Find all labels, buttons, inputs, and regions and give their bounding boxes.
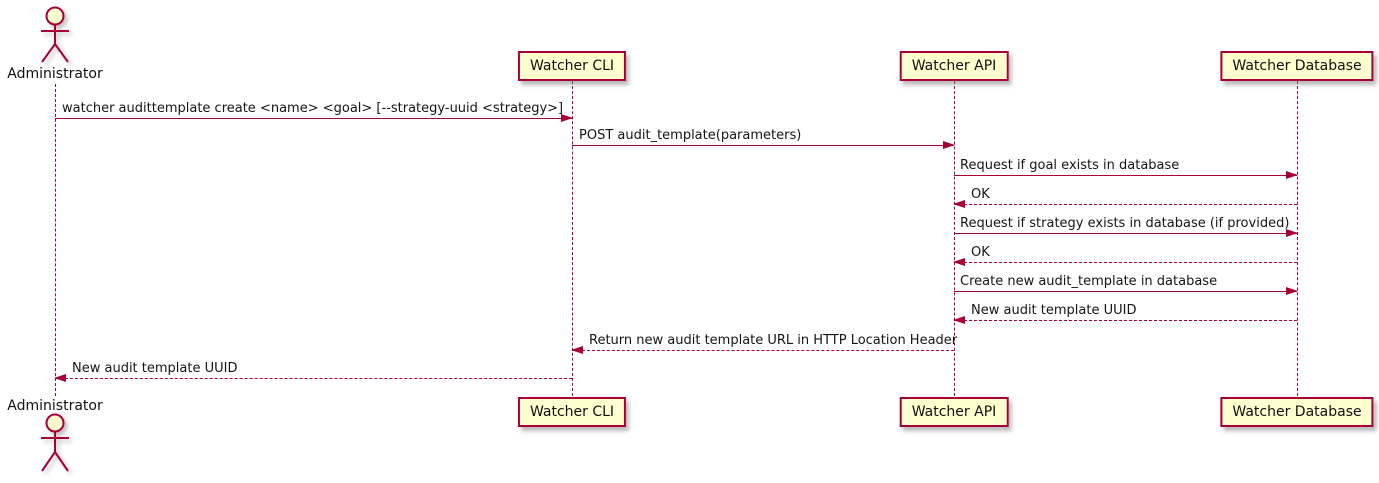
participant-box-watcher-cli-bottom: Watcher CLI <box>517 397 627 427</box>
actor-administrator-label-top: Administrator <box>7 66 103 82</box>
participant-box-watcher-database-top: Watcher Database <box>1220 51 1374 81</box>
message-4: OK <box>953 187 1297 208</box>
message-9-arrow <box>571 346 954 354</box>
arrowhead-left-icon <box>953 258 965 266</box>
arrowhead-left-icon <box>953 200 965 208</box>
message-1: watcher audittemplate create <name> <goa… <box>55 101 573 122</box>
arrowhead-left-icon <box>571 346 583 354</box>
message-8-text: New audit template UUID <box>971 303 1137 318</box>
message-9-text: Return new audit template URL in HTTP Lo… <box>589 333 958 348</box>
message-8: New audit template UUID <box>953 303 1297 324</box>
message-3-arrow <box>954 171 1298 179</box>
message-1-arrow <box>55 114 573 122</box>
participant-box-watcher-api-top: Watcher API <box>899 51 1009 81</box>
participant-box-watcher-cli-top: Watcher CLI <box>517 51 627 81</box>
lifeline-administrator <box>55 84 56 396</box>
message-10: New audit template UUID <box>54 361 572 382</box>
message-4-text: OK <box>971 187 990 202</box>
message-2: POST audit_template(parameters) <box>572 128 955 149</box>
message-4-arrow <box>953 200 1297 208</box>
message-2-arrow <box>572 141 955 149</box>
message-3: Request if goal exists in database <box>954 158 1298 179</box>
message-7: Create new audit_template in database <box>954 274 1298 295</box>
lifeline-watcher-database <box>1297 81 1298 396</box>
message-6-text: OK <box>971 245 990 260</box>
message-1-text: watcher audittemplate create <name> <goa… <box>62 101 564 116</box>
message-7-arrow <box>954 287 1298 295</box>
arrowhead-right-icon <box>561 114 573 122</box>
lifeline-watcher-api <box>954 81 955 396</box>
message-5: Request if strategy exists in database (… <box>954 216 1298 237</box>
message-5-text: Request if strategy exists in database (… <box>960 216 1290 231</box>
message-10-text: New audit template UUID <box>72 361 238 376</box>
message-7-text: Create new audit_template in database <box>960 274 1218 289</box>
lifeline-watcher-cli <box>572 81 573 396</box>
message-9: Return new audit template URL in HTTP Lo… <box>571 333 958 354</box>
message-5-arrow <box>954 229 1298 237</box>
participant-box-watcher-api-bottom: Watcher API <box>899 397 1009 427</box>
message-8-arrow <box>953 316 1297 324</box>
actor-administrator-label-bottom: Administrator <box>7 398 103 414</box>
message-10-arrow <box>54 374 572 382</box>
message-6: OK <box>953 245 1297 266</box>
arrowhead-left-icon <box>54 374 66 382</box>
arrowhead-right-icon <box>1286 287 1298 295</box>
message-6-arrow <box>953 258 1297 266</box>
arrowhead-right-icon <box>1286 171 1298 179</box>
arrowhead-right-icon <box>943 141 955 149</box>
arrowhead-left-icon <box>953 316 965 324</box>
message-2-text: POST audit_template(parameters) <box>579 128 802 143</box>
participant-box-watcher-database-bottom: Watcher Database <box>1220 397 1374 427</box>
actor-administrator-icon <box>41 6 69 63</box>
message-3-text: Request if goal exists in database <box>960 158 1180 173</box>
arrowhead-right-icon <box>1286 229 1298 237</box>
actor-administrator-icon <box>41 413 69 472</box>
